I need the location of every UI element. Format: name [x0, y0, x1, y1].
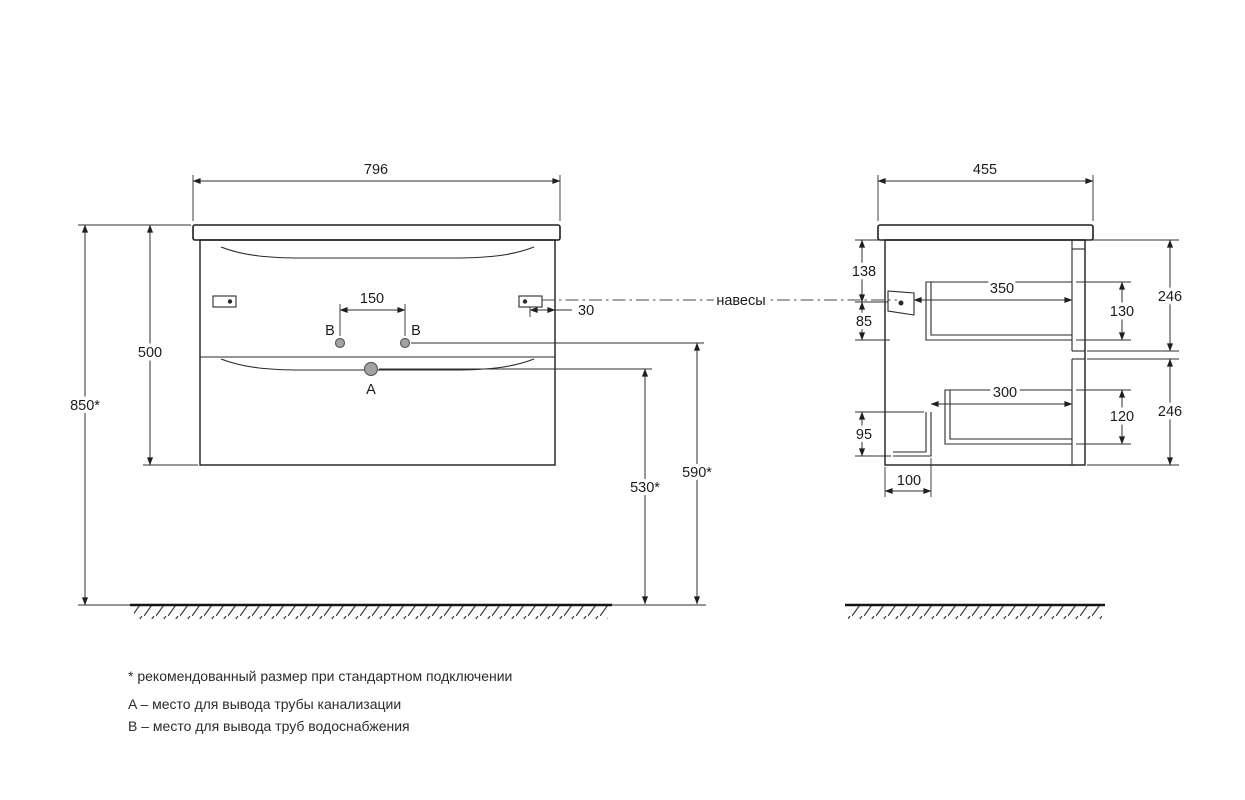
dim-front-width-label: 796 [364, 162, 388, 178]
dim-hanger-gap-label: 85 [856, 314, 872, 330]
dim-front-bottom-height: 246 [1087, 358, 1186, 466]
dim-top-drawer-height: 130 [1076, 281, 1138, 341]
dim-top-drawer-depth-label: 350 [990, 281, 1014, 297]
outlet-point-a [363, 361, 379, 377]
dim-b-spacing-label: 150 [360, 291, 384, 307]
dim-front-height-label: 500 [138, 345, 162, 361]
dim-floor-height-label: 850* [70, 398, 100, 414]
front-countertop [192, 224, 561, 241]
dim-notch-height: 95 [852, 411, 924, 457]
front-hanger-left [212, 295, 237, 308]
side-hanger [887, 290, 915, 316]
dim-side-depth: 455 [877, 159, 1094, 221]
outlet-point-b-right [399, 337, 411, 349]
footnote-a-description: A – место для вывода трубы канализации [128, 696, 401, 712]
point-b-left-label: B [325, 323, 335, 339]
front-hanger-right [518, 295, 543, 308]
front-view: B B A [192, 224, 561, 466]
dim-bottom-drawer-height-label: 120 [1110, 409, 1134, 425]
floor-left [130, 603, 706, 619]
side-countertop [877, 224, 1094, 241]
floor-right [845, 603, 1105, 619]
dim-b-spacing: 150 [339, 288, 406, 336]
dim-hanger-gap: 85 [852, 301, 890, 341]
dim-a-height: 530* [379, 368, 664, 605]
dim-b-height-label: 590* [682, 465, 712, 481]
dim-front-bottom-height-label: 246 [1158, 404, 1182, 420]
dim-floor-height: 850* [67, 224, 191, 606]
dim-front-width: 796 [192, 159, 561, 221]
dim-top-drawer-depth: 350 [913, 278, 1073, 304]
side-plumbing-notch [893, 412, 932, 457]
dim-notch-height-label: 95 [856, 427, 872, 443]
dim-notch-depth: 100 [884, 458, 932, 497]
front-top-drawer-groove [220, 246, 535, 259]
footnotes: * рекомендованный размер при стандартном… [128, 668, 512, 734]
floor-left-hatching [134, 606, 608, 619]
side-cabinet-body [884, 239, 1086, 466]
point-a-label: A [366, 382, 376, 398]
side-view [877, 224, 1094, 466]
outlet-point-b-left [334, 337, 346, 349]
dim-bottom-drawer-depth: 300 [930, 382, 1073, 408]
front-cabinet-body [199, 239, 556, 466]
hangers-label: навесы [716, 293, 765, 309]
dim-side-depth-label: 455 [973, 162, 997, 178]
dim-front-top-height: 246 [1087, 239, 1186, 352]
point-b-right-label: B [411, 323, 421, 339]
dim-hanger-inset: 30 [529, 300, 598, 323]
dim-bottom-drawer-height: 120 [1076, 389, 1138, 445]
dim-b-height: 590* [411, 342, 716, 605]
footnote-b-description: B – место для вывода труб водоснабжения [128, 718, 410, 734]
dim-hanger-inset-label: 30 [578, 303, 594, 319]
dim-notch-depth-label: 100 [897, 473, 921, 489]
dim-hanger-top-offset-label: 138 [852, 264, 876, 280]
floor-right-hatching [848, 606, 1102, 619]
dim-front-top-height-label: 246 [1158, 289, 1182, 305]
hangers-connector: навесы [542, 290, 897, 313]
dim-bottom-drawer-depth-label: 300 [993, 385, 1017, 401]
footnote-recommended-size: * рекомендованный размер при стандартном… [128, 668, 512, 684]
dim-hanger-top-offset: 138 [848, 239, 888, 303]
dim-a-height-label: 530* [630, 480, 660, 496]
dim-front-height: 500 [134, 224, 198, 466]
dim-top-drawer-height-label: 130 [1110, 304, 1134, 320]
